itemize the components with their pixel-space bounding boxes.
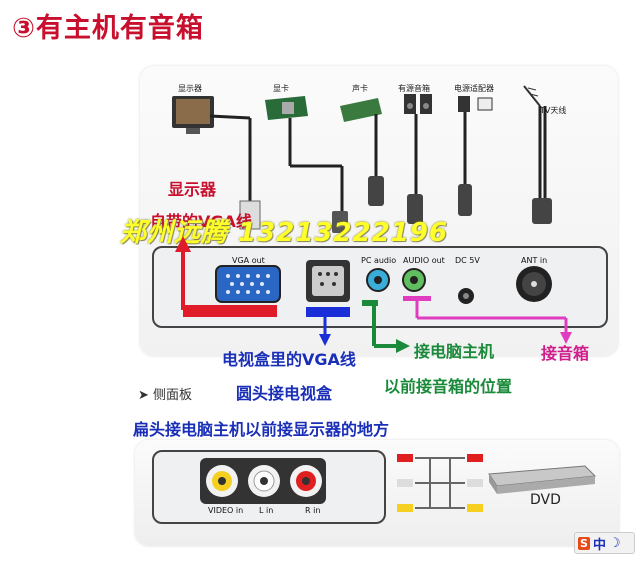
monitor-label: 显示器 — [178, 84, 202, 93]
moon-icon[interactable]: ☽ — [608, 535, 621, 551]
antenna-port-icon — [516, 266, 552, 302]
sound-card-label: 声卡 — [352, 84, 368, 93]
side-ports — [200, 458, 326, 504]
ant-in-label: ANT in — [521, 256, 548, 265]
graphics-card-label: 显卡 — [273, 84, 289, 93]
side-panel-label: ➤ 侧面板 — [138, 384, 192, 403]
ime-lang[interactable]: 中 — [592, 537, 606, 553]
mini-din-port-icon — [306, 260, 350, 302]
l-in-label: L in — [259, 506, 274, 515]
audio-out-port-icon — [402, 268, 426, 292]
rca-cables-icon — [397, 454, 483, 512]
tv-antenna-label: TV天线 — [540, 106, 567, 115]
dvd-player-icon — [488, 465, 597, 494]
ime-indicator[interactable]: S 中 ☽ — [574, 532, 635, 554]
old-speaker-annotation: 以前接音箱的位置 — [384, 377, 513, 396]
l-in-port-icon — [248, 465, 280, 497]
pc-audio-port-icon — [366, 268, 390, 292]
sound-card-icon — [340, 98, 382, 184]
pc-audio-label: PC audio — [361, 256, 397, 265]
r-in-label: R in — [305, 506, 321, 515]
power-adapter-label: 电源适配器 — [454, 84, 494, 93]
vga-port-icon — [215, 265, 281, 303]
rear-ports — [215, 260, 552, 304]
vga-cable-annotation: 自带的VGA线 — [150, 212, 252, 231]
dc-label: DC 5V — [455, 256, 480, 265]
vga-out-label: VGA out — [232, 256, 265, 265]
audio-out-label: AUDIO out — [403, 256, 445, 265]
r-in-port-icon — [290, 465, 322, 497]
component-illustrations — [172, 85, 552, 233]
flat-head-annotation: 扁头接电脑主机以前接显示器的地方 — [133, 420, 390, 439]
watermark: 郑州远腾 13213222196 — [120, 218, 449, 248]
monitor-annotation: 显示器 — [168, 180, 217, 199]
power-adapter-icon — [458, 96, 493, 191]
connect-pc-annotation: 接电脑主机 — [414, 342, 495, 361]
side-panel-text: 侧面板 — [153, 388, 193, 403]
video-in-label: VIDEO in — [208, 506, 244, 515]
graphics-card-icon — [265, 96, 344, 216]
ime-logo-icon: S — [578, 536, 590, 550]
dvd-label: DVD — [530, 492, 561, 508]
round-to-tv-annotation: 圆头接电视盒 — [236, 384, 333, 403]
antenna-icon — [523, 85, 547, 204]
video-in-port-icon — [206, 465, 238, 497]
dc-port-icon — [458, 288, 474, 304]
monitor-icon — [172, 96, 252, 206]
page-title: ③有主机有音箱 — [12, 13, 204, 44]
connect-speaker-annotation: 接音箱 — [541, 344, 590, 363]
speakers-icon — [404, 94, 432, 201]
speakers-label: 有源音箱 — [398, 84, 430, 93]
tv-box-vga-annotation: 电视盒里的VGA线 — [222, 350, 356, 369]
arrow-right-icon: ➤ — [138, 388, 149, 403]
